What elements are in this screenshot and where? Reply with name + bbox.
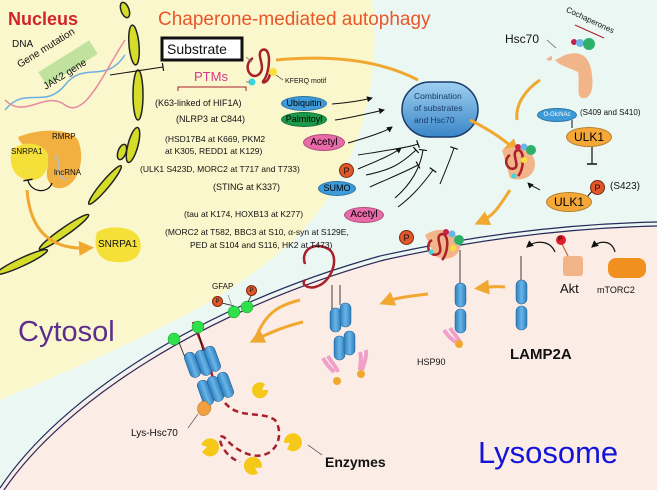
p-badge-1: P: [339, 163, 354, 178]
acetyl-badge-1: Acetyl: [303, 134, 345, 151]
enzymes-label: Enzymes: [325, 454, 386, 470]
nucleus-title: Nucleus: [8, 9, 79, 29]
ulk1-top-badge: ULK1: [566, 127, 612, 147]
hsp90-1: [442, 326, 463, 348]
substrate-protein: [246, 48, 272, 84]
combination-line2: of substrates: [414, 103, 463, 113]
ubiquitin-badge: Ubiquitin: [281, 96, 327, 111]
gfap-label: GFAP: [212, 282, 234, 291]
lamp2a-multimer-left: [177, 321, 234, 406]
palmitoyl-badge: Palmitoyl: [281, 112, 327, 127]
ptm-row-2-text: (NLRP3 at C844): [176, 114, 246, 124]
ptm-row-6-text: (tau at K174, HOXB13 at K277): [184, 209, 304, 219]
combination-to-complex-arrow: [469, 118, 520, 155]
lncrna-strand: [54, 154, 67, 181]
ogcnac-badge: O-GlcNAc: [537, 108, 577, 122]
akt-p-label: P: [558, 236, 563, 243]
ptm-effect-arrows: [331, 96, 437, 208]
substrate-hsc70-complex-mid: [502, 143, 536, 180]
akt-shape: [563, 256, 583, 276]
snrpa1-outer-label: SNRPA1: [98, 239, 138, 250]
lamp2a-monomer-1: [454, 282, 467, 334]
lncrna-inhibition: [23, 178, 53, 192]
acetyl-badge-2: Acetyl: [344, 207, 384, 223]
hsc70-shape: [555, 53, 593, 99]
lamp2a-monomer-2: [515, 256, 528, 331]
kferq-motif-label: KFERQ motif: [285, 78, 327, 85]
gfap-p-badge-2: P: [246, 285, 257, 296]
hsp90-2: [321, 349, 369, 385]
cochaperone-blue: [576, 39, 584, 47]
ulk1-to-complex-arrow: [527, 182, 541, 191]
mtorc2-to-akt-arrow: [591, 240, 616, 253]
combination-line1: Combination: [414, 91, 462, 101]
ptm-row-3-text2: at K305, REDD1 at K129): [165, 146, 263, 156]
sumo-badge: SUMO: [318, 181, 356, 196]
jak2-gene-box: [38, 40, 98, 86]
enzymes: [201, 382, 302, 475]
translocation-arrow: [249, 320, 304, 343]
membrane-complex: [425, 229, 464, 285]
hsc70-to-complex-arrow: [515, 78, 541, 121]
ptm-row-7-text: (MORC2 at T582, BBC3 at S10, α-syn at S1…: [165, 227, 349, 237]
lys-hsc70-label: Lys-Hsc70: [131, 428, 178, 439]
ptm-row-3-text: (HSD17B4 at K669, PKM2: [165, 134, 266, 144]
akt-to-lamp2a-arrow: [526, 240, 556, 253]
ogcnac-sites-label: (S409 and S410): [580, 108, 641, 117]
complex-to-membrane-arrow: [474, 189, 512, 225]
cochaperones-bracket: [574, 24, 605, 39]
mtorc2-shape: [608, 258, 646, 278]
ptm-row-4-text: (ULK1 S423D, MORC2 at T717 and T733): [140, 164, 300, 174]
lysosome-membrane-outer: [0, 221, 657, 489]
ptms-bracket: [177, 86, 247, 91]
mtorc2-label: mTORC2: [597, 285, 635, 295]
lys-hsc70-shape: [197, 401, 212, 416]
snrpa1-export-arrow: [25, 189, 94, 256]
lamp2a-label: LAMP2A: [510, 346, 572, 363]
substrate-box: [160, 36, 244, 62]
ptm-row-1-text: (K63-linked of HIF1A): [155, 98, 242, 108]
ptm-row-5-text: (STING at K337): [213, 182, 281, 192]
lamp2a-multimer-mid: [302, 244, 356, 361]
lncrna-label: lncRNA: [54, 168, 82, 177]
snrpa1-inner-label: SNRPA1: [11, 147, 43, 156]
nucleus-region: [0, 0, 375, 400]
cytosol-label: Cytosol: [18, 316, 115, 348]
akt-label: Akt: [560, 281, 579, 296]
hsc70-label: Hsc70: [505, 32, 540, 46]
dna-helix: [4, 39, 126, 111]
snrpa1-outer-blob: [95, 227, 141, 263]
combination-bubble: [401, 81, 479, 138]
p-badge-2: P: [399, 230, 414, 245]
lysosome-label: Lysosome: [478, 435, 619, 470]
ulk1-bottom-badge: ULK1: [546, 192, 592, 212]
kferq-dot: [269, 68, 277, 76]
ptm-effect-arrows-right: [357, 140, 458, 199]
main-title: Chaperone-mediated autophagy: [158, 9, 431, 30]
ptms-label: PTMs: [194, 69, 228, 84]
cochaperone-red: [571, 39, 577, 45]
s423-label: (S423): [610, 181, 641, 192]
akt-p-badge-circle: [556, 235, 566, 245]
substrate-to-combination-arrow: [275, 56, 419, 82]
gfap-p-badge-1: P: [212, 296, 223, 307]
snrpa1-blob: [10, 143, 49, 181]
hsp90-label: HSP90: [417, 357, 446, 367]
rmrp-label: RMRP: [52, 132, 76, 141]
monomer-arrow: [474, 279, 506, 295]
gfap-green-dots: [167, 300, 254, 346]
ptm-row-7-text2: PED at S104 and S116, HK2 at T473): [190, 240, 333, 250]
cochaperone-green: [583, 38, 595, 50]
jak2-inhibit-line: [109, 62, 165, 76]
dna-label: DNA: [12, 39, 34, 50]
ptm-dot: [248, 78, 256, 86]
ulk1-p-badge: P: [590, 180, 605, 195]
substrate-label: Substrate: [167, 41, 227, 57]
mid-arrow: [379, 291, 429, 306]
lysosome-membrane-inner: [3, 225, 657, 490]
combination-line3: and Hsc70: [414, 115, 455, 125]
